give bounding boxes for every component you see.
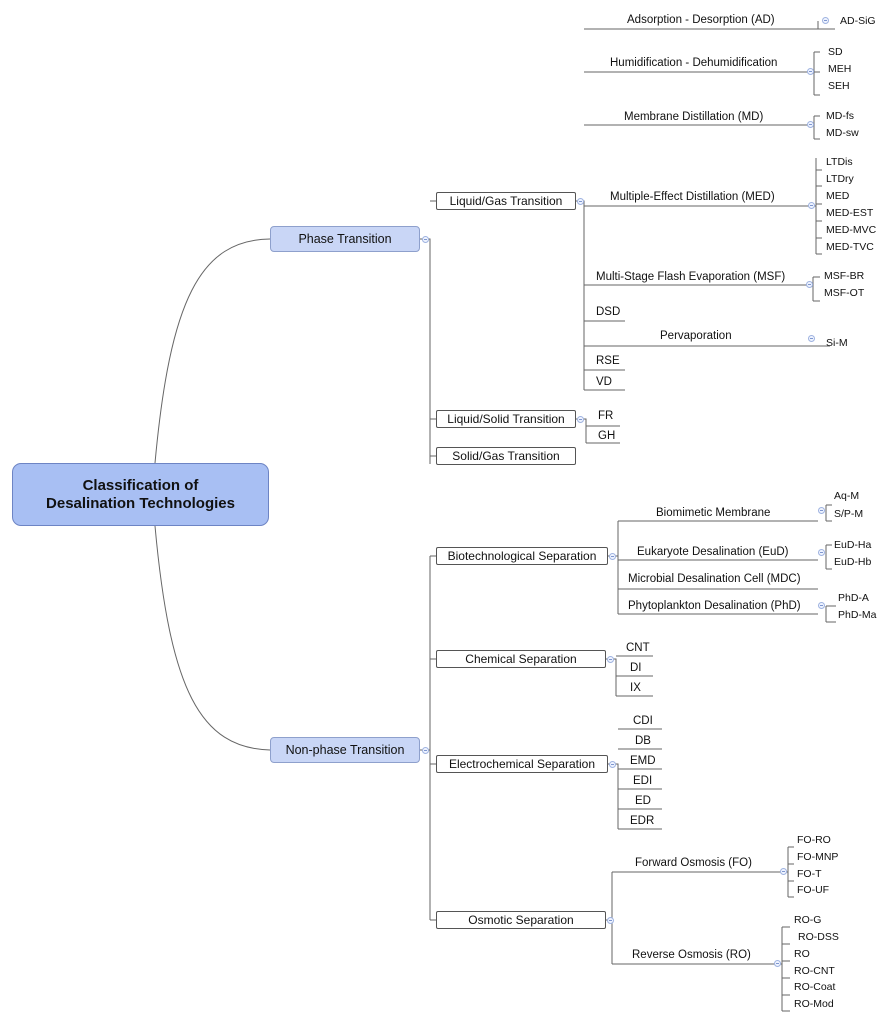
collapse-icon[interactable] — [422, 236, 429, 243]
node-rse[interactable]: RSE — [596, 355, 620, 367]
leaf-ro-dss[interactable]: RO-DSS — [798, 931, 839, 943]
collapse-icon[interactable] — [818, 602, 825, 609]
leaf-cdi[interactable]: CDI — [633, 715, 653, 727]
collapse-icon[interactable] — [609, 553, 616, 560]
collapse-icon[interactable] — [774, 960, 781, 967]
node-liquid-gas[interactable]: Liquid/Gas Transition — [436, 192, 576, 210]
node-liquid-solid[interactable]: Liquid/Solid Transition — [436, 410, 576, 428]
leaf-msf-br[interactable]: MSF-BR — [824, 270, 865, 282]
node-non-phase-transition[interactable]: Non-phase Transition — [270, 737, 420, 763]
leaf-eud-hb[interactable]: EuD-Hb — [834, 556, 872, 568]
node-electrochemical[interactable]: Electrochemical Separation — [436, 755, 608, 773]
leaf-med-tvc[interactable]: MED-TVC — [826, 241, 874, 253]
leaf-cnt[interactable]: CNT — [626, 642, 650, 654]
node-ad[interactable]: Adsorption - Desorption (AD) — [627, 14, 775, 26]
leaf-si-m[interactable]: Si-M — [826, 337, 848, 349]
leaf-fo-t[interactable]: FO-T — [797, 868, 822, 880]
leaf-di[interactable]: DI — [630, 662, 642, 674]
collapse-icon[interactable] — [806, 281, 813, 288]
collapse-icon[interactable] — [577, 416, 584, 423]
leaf-ro-coat[interactable]: RO-Coat — [794, 981, 836, 993]
leaf-ro-mod[interactable]: RO-Mod — [794, 998, 834, 1010]
collapse-icon[interactable] — [607, 917, 614, 924]
node-dsd[interactable]: DSD — [596, 306, 621, 318]
node-biomimetic[interactable]: Biomimetic Membrane — [656, 507, 771, 519]
collapse-icon[interactable] — [822, 17, 829, 24]
node-hd[interactable]: Humidification - Dehumidification — [610, 57, 778, 69]
leaf-meh[interactable]: MEH — [828, 63, 852, 75]
leaf-phd-ma[interactable]: PhD-Ma — [838, 609, 877, 621]
leaf-med-mvc[interactable]: MED-MVC — [826, 224, 877, 236]
collapse-icon[interactable] — [818, 549, 825, 556]
collapse-icon[interactable] — [422, 747, 429, 754]
root-title-line-2: Desalination Technologies — [46, 494, 235, 512]
node-msf[interactable]: Multi-Stage Flash Evaporation (MSF) — [596, 271, 786, 283]
collapse-icon[interactable] — [577, 198, 584, 205]
leaf-msf-ot[interactable]: MSF-OT — [824, 287, 865, 299]
collapse-icon[interactable] — [609, 761, 616, 768]
leaf-edi[interactable]: EDI — [633, 775, 653, 787]
collapse-icon[interactable] — [808, 335, 815, 342]
node-med[interactable]: Multiple-Effect Distillation (MED) — [610, 191, 775, 203]
root-title-line-1: Classification of — [82, 476, 199, 494]
leaf-eud-ha[interactable]: EuD-Ha — [834, 539, 872, 551]
leaf-ro-g[interactable]: RO-G — [794, 914, 822, 926]
node-solid-gas[interactable]: Solid/Gas Transition — [436, 447, 576, 465]
leaf-phd-a[interactable]: PhD-A — [838, 592, 869, 604]
node-reverse-osmosis[interactable]: Reverse Osmosis (RO) — [632, 949, 751, 961]
leaf-ed[interactable]: ED — [635, 795, 651, 807]
leaf-fo-mnp[interactable]: FO-MNP — [797, 851, 839, 863]
leaf-med[interactable]: MED — [826, 190, 850, 202]
leaf-ro-cnt[interactable]: RO-CNT — [794, 965, 835, 977]
node-phd[interactable]: Phytoplankton Desalination (PhD) — [628, 600, 801, 612]
node-biotechnological[interactable]: Biotechnological Separation — [436, 547, 608, 565]
node-eud[interactable]: Eukaryote Desalination (EuD) — [637, 546, 789, 558]
leaf-md-sw[interactable]: MD-sw — [826, 127, 859, 139]
leaf-ad-sig[interactable]: AD-SiG — [840, 15, 876, 27]
leaf-ro[interactable]: RO — [794, 948, 810, 960]
leaf-sd[interactable]: SD — [828, 46, 843, 58]
leaf-med-est[interactable]: MED-EST — [826, 207, 874, 219]
leaf-fo-uf[interactable]: FO-UF — [797, 884, 830, 896]
collapse-icon[interactable] — [607, 656, 614, 663]
node-mdc[interactable]: Microbial Desalination Cell (MDC) — [628, 573, 801, 585]
node-pervaporation[interactable]: Pervaporation — [660, 330, 732, 342]
node-vd[interactable]: VD — [596, 376, 612, 388]
leaf-seh[interactable]: SEH — [828, 80, 850, 92]
root-node[interactable]: Classification of Desalination Technolog… — [12, 463, 269, 526]
leaf-fr[interactable]: FR — [598, 410, 614, 422]
leaf-ix[interactable]: IX — [630, 682, 641, 694]
node-osmotic[interactable]: Osmotic Separation — [436, 911, 606, 929]
collapse-icon[interactable] — [808, 202, 815, 209]
leaf-gh[interactable]: GH — [598, 430, 616, 442]
leaf-fo-ro[interactable]: FO-RO — [797, 834, 831, 846]
collapse-icon[interactable] — [807, 68, 814, 75]
node-forward-osmosis[interactable]: Forward Osmosis (FO) — [635, 857, 752, 869]
leaf-edr[interactable]: EDR — [630, 815, 655, 827]
leaf-sp-m[interactable]: S/P-M — [834, 508, 864, 520]
leaf-aq-m[interactable]: Aq-M — [834, 490, 860, 502]
collapse-icon[interactable] — [780, 868, 787, 875]
collapse-icon[interactable] — [818, 507, 825, 514]
leaf-ltdry[interactable]: LTDry — [826, 173, 854, 185]
leaf-md-fs[interactable]: MD-fs — [826, 110, 854, 122]
node-md[interactable]: Membrane Distillation (MD) — [624, 111, 764, 123]
node-chemical[interactable]: Chemical Separation — [436, 650, 606, 668]
collapse-icon[interactable] — [807, 121, 814, 128]
leaf-ltdis[interactable]: LTDis — [826, 156, 853, 168]
leaf-db[interactable]: DB — [635, 735, 651, 747]
leaf-emd[interactable]: EMD — [630, 755, 656, 767]
node-phase-transition[interactable]: Phase Transition — [270, 226, 420, 252]
